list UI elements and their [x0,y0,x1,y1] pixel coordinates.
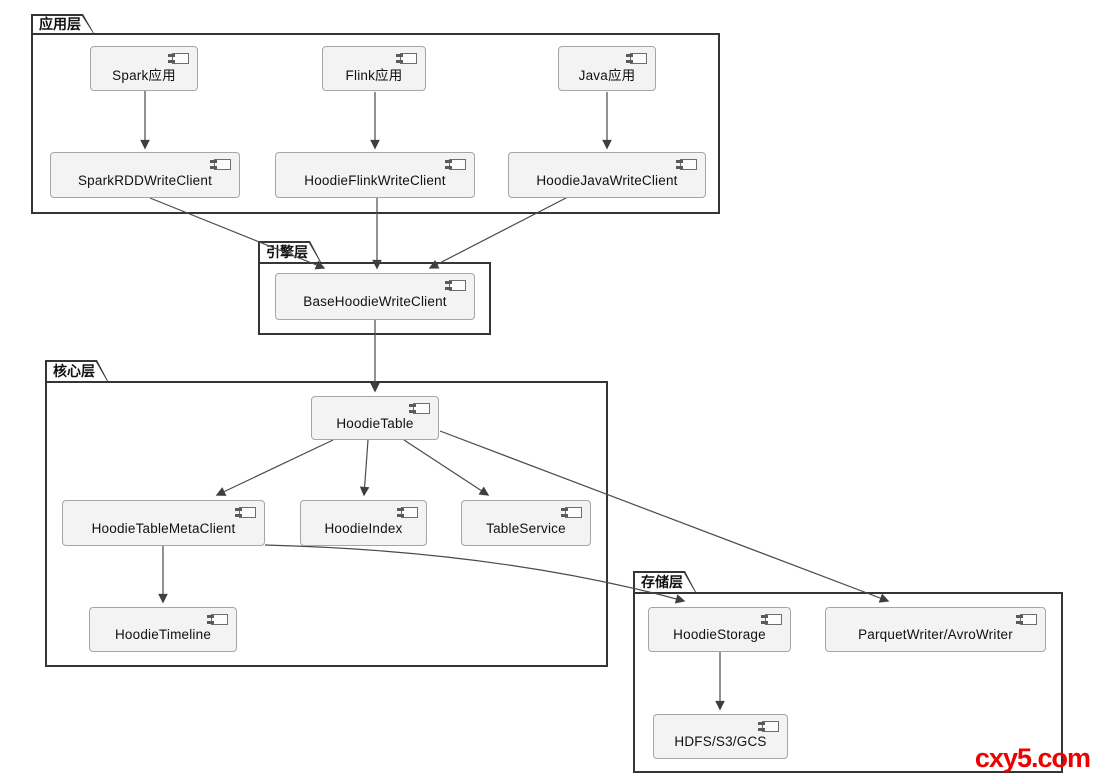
component-label: HoodieTimeline [114,627,212,642]
component-hoodie-table: HoodieTable [311,396,439,440]
component-java-app: Java应用 [558,46,656,91]
component-hoodie-flink-write-client: HoodieFlinkWriteClient [275,152,475,198]
component-icon [1016,614,1037,625]
component-hoodie-table-meta-client: HoodieTableMetaClient [62,500,265,546]
package-label: 应用层 [39,15,81,32]
package-application-layer [31,33,720,214]
package-core-layer-tab: 核心层 [45,360,109,383]
component-icon [168,53,189,64]
component-icon [761,614,782,625]
component-icon [676,159,697,170]
component-hdfs-s3-gcs: HDFS/S3/GCS [653,714,788,759]
component-label: HDFS/S3/GCS [674,734,767,749]
component-icon [445,280,466,291]
component-icon [409,403,430,414]
component-label: Spark应用 [112,67,176,83]
component-label: HoodieStorage [673,627,766,642]
component-hoodie-java-write-client: HoodieJavaWriteClient [508,152,706,198]
component-hoodie-timeline: HoodieTimeline [89,607,237,652]
component-label: HoodieTable [336,415,414,431]
component-label: HoodieJavaWriteClient [536,172,678,188]
component-icon [235,507,256,518]
component-label: Flink应用 [345,67,403,83]
component-flink-app: Flink应用 [322,46,426,91]
component-parquet-avro-writer: ParquetWriter/AvroWriter [825,607,1046,652]
package-label: 存储层 [641,573,683,590]
watermark: cxy5.com [974,743,1091,773]
component-label: BaseHoodieWriteClient [303,294,447,309]
component-icon [561,507,582,518]
package-label: 核心层 [53,362,95,379]
component-icon [207,614,228,625]
component-icon [445,159,466,170]
component-icon [626,53,647,64]
component-hoodie-storage: HoodieStorage [648,607,791,652]
component-label: HoodieIndex [324,520,403,536]
component-spark-rdd-write-client: SparkRDDWriteClient [50,152,240,198]
component-table-service: TableService [461,500,591,546]
component-icon [397,507,418,518]
component-label: HoodieFlinkWriteClient [304,172,446,188]
component-label: HoodieTableMetaClient [91,520,236,536]
package-engine-layer-tab: 引擎层 [258,241,322,264]
component-label: ParquetWriter/AvroWriter [858,627,1013,642]
package-application-layer-tab: 应用层 [31,14,95,35]
component-icon [758,721,779,732]
package-storage-layer-tab: 存储层 [633,571,697,594]
component-label: Java应用 [578,67,636,83]
component-label: SparkRDDWriteClient [77,172,213,188]
component-label: TableService [486,520,566,536]
component-icon [210,159,231,170]
component-icon [396,53,417,64]
component-spark-app: Spark应用 [90,46,198,91]
package-label: 引擎层 [266,243,308,260]
component-base-hoodie-write-client: BaseHoodieWriteClient [275,273,475,320]
component-hoodie-index: HoodieIndex [300,500,427,546]
